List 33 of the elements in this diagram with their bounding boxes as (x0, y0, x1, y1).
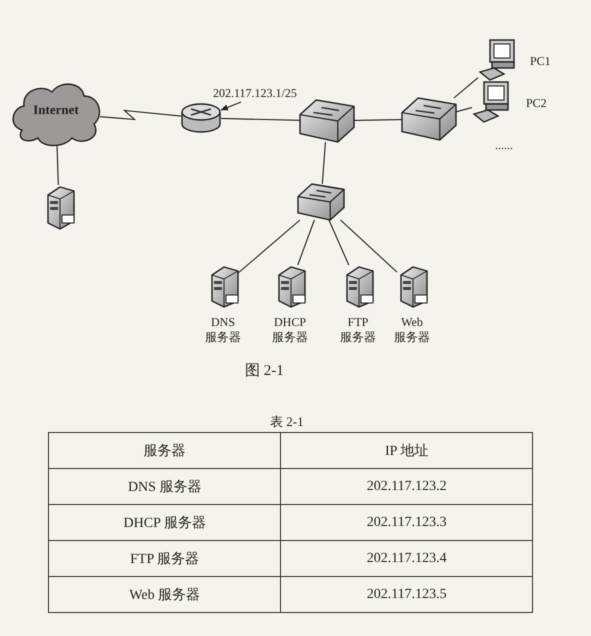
table-header: IP 地址 (384, 442, 428, 460)
connection-line (220, 118, 300, 121)
table-header: 服务器 (144, 442, 186, 460)
device-label: FTP 服务器 (339, 315, 377, 345)
connection-line (340, 220, 398, 273)
device-label: PC1 (530, 54, 552, 69)
ellipsis-label: ...... (495, 138, 513, 153)
device-label: DHCP 服务器 (271, 315, 309, 345)
connection-line (322, 142, 326, 184)
table-cell: 202.117.123.2 (366, 478, 447, 494)
table-cell: 202.117.123.5 (366, 586, 447, 602)
network-label: Internet (32, 102, 80, 117)
figure-caption: 图 2-1 (245, 364, 284, 379)
connection-line (456, 107, 472, 112)
connection-line (56, 146, 59, 186)
table-cell: 202.117.123.3 (366, 514, 447, 530)
table-caption: 表 2-1 (270, 414, 304, 429)
connection-line (354, 118, 402, 122)
connection-line (238, 220, 300, 274)
device-label: PC2 (526, 96, 548, 111)
connection-line (454, 77, 478, 98)
table-cell-text: DNS 服务器 (128, 478, 202, 496)
table-cell-text: FTP 服务器 (130, 550, 200, 568)
connection-line (297, 220, 315, 266)
table-cell: 202.117.123.4 (366, 550, 447, 566)
table-cell-text: DHCP 服务器 (124, 514, 206, 532)
ip-address-label: 202.117.123.1/25 (213, 86, 298, 101)
connection-line (100, 110, 182, 120)
leader-line (220, 101, 242, 111)
table-cell-text: Web 服务器 (129, 586, 200, 604)
connection-line (328, 220, 350, 266)
device-label: Web 服务器 (393, 315, 431, 345)
device-label: DNS 服务器 (204, 315, 242, 345)
